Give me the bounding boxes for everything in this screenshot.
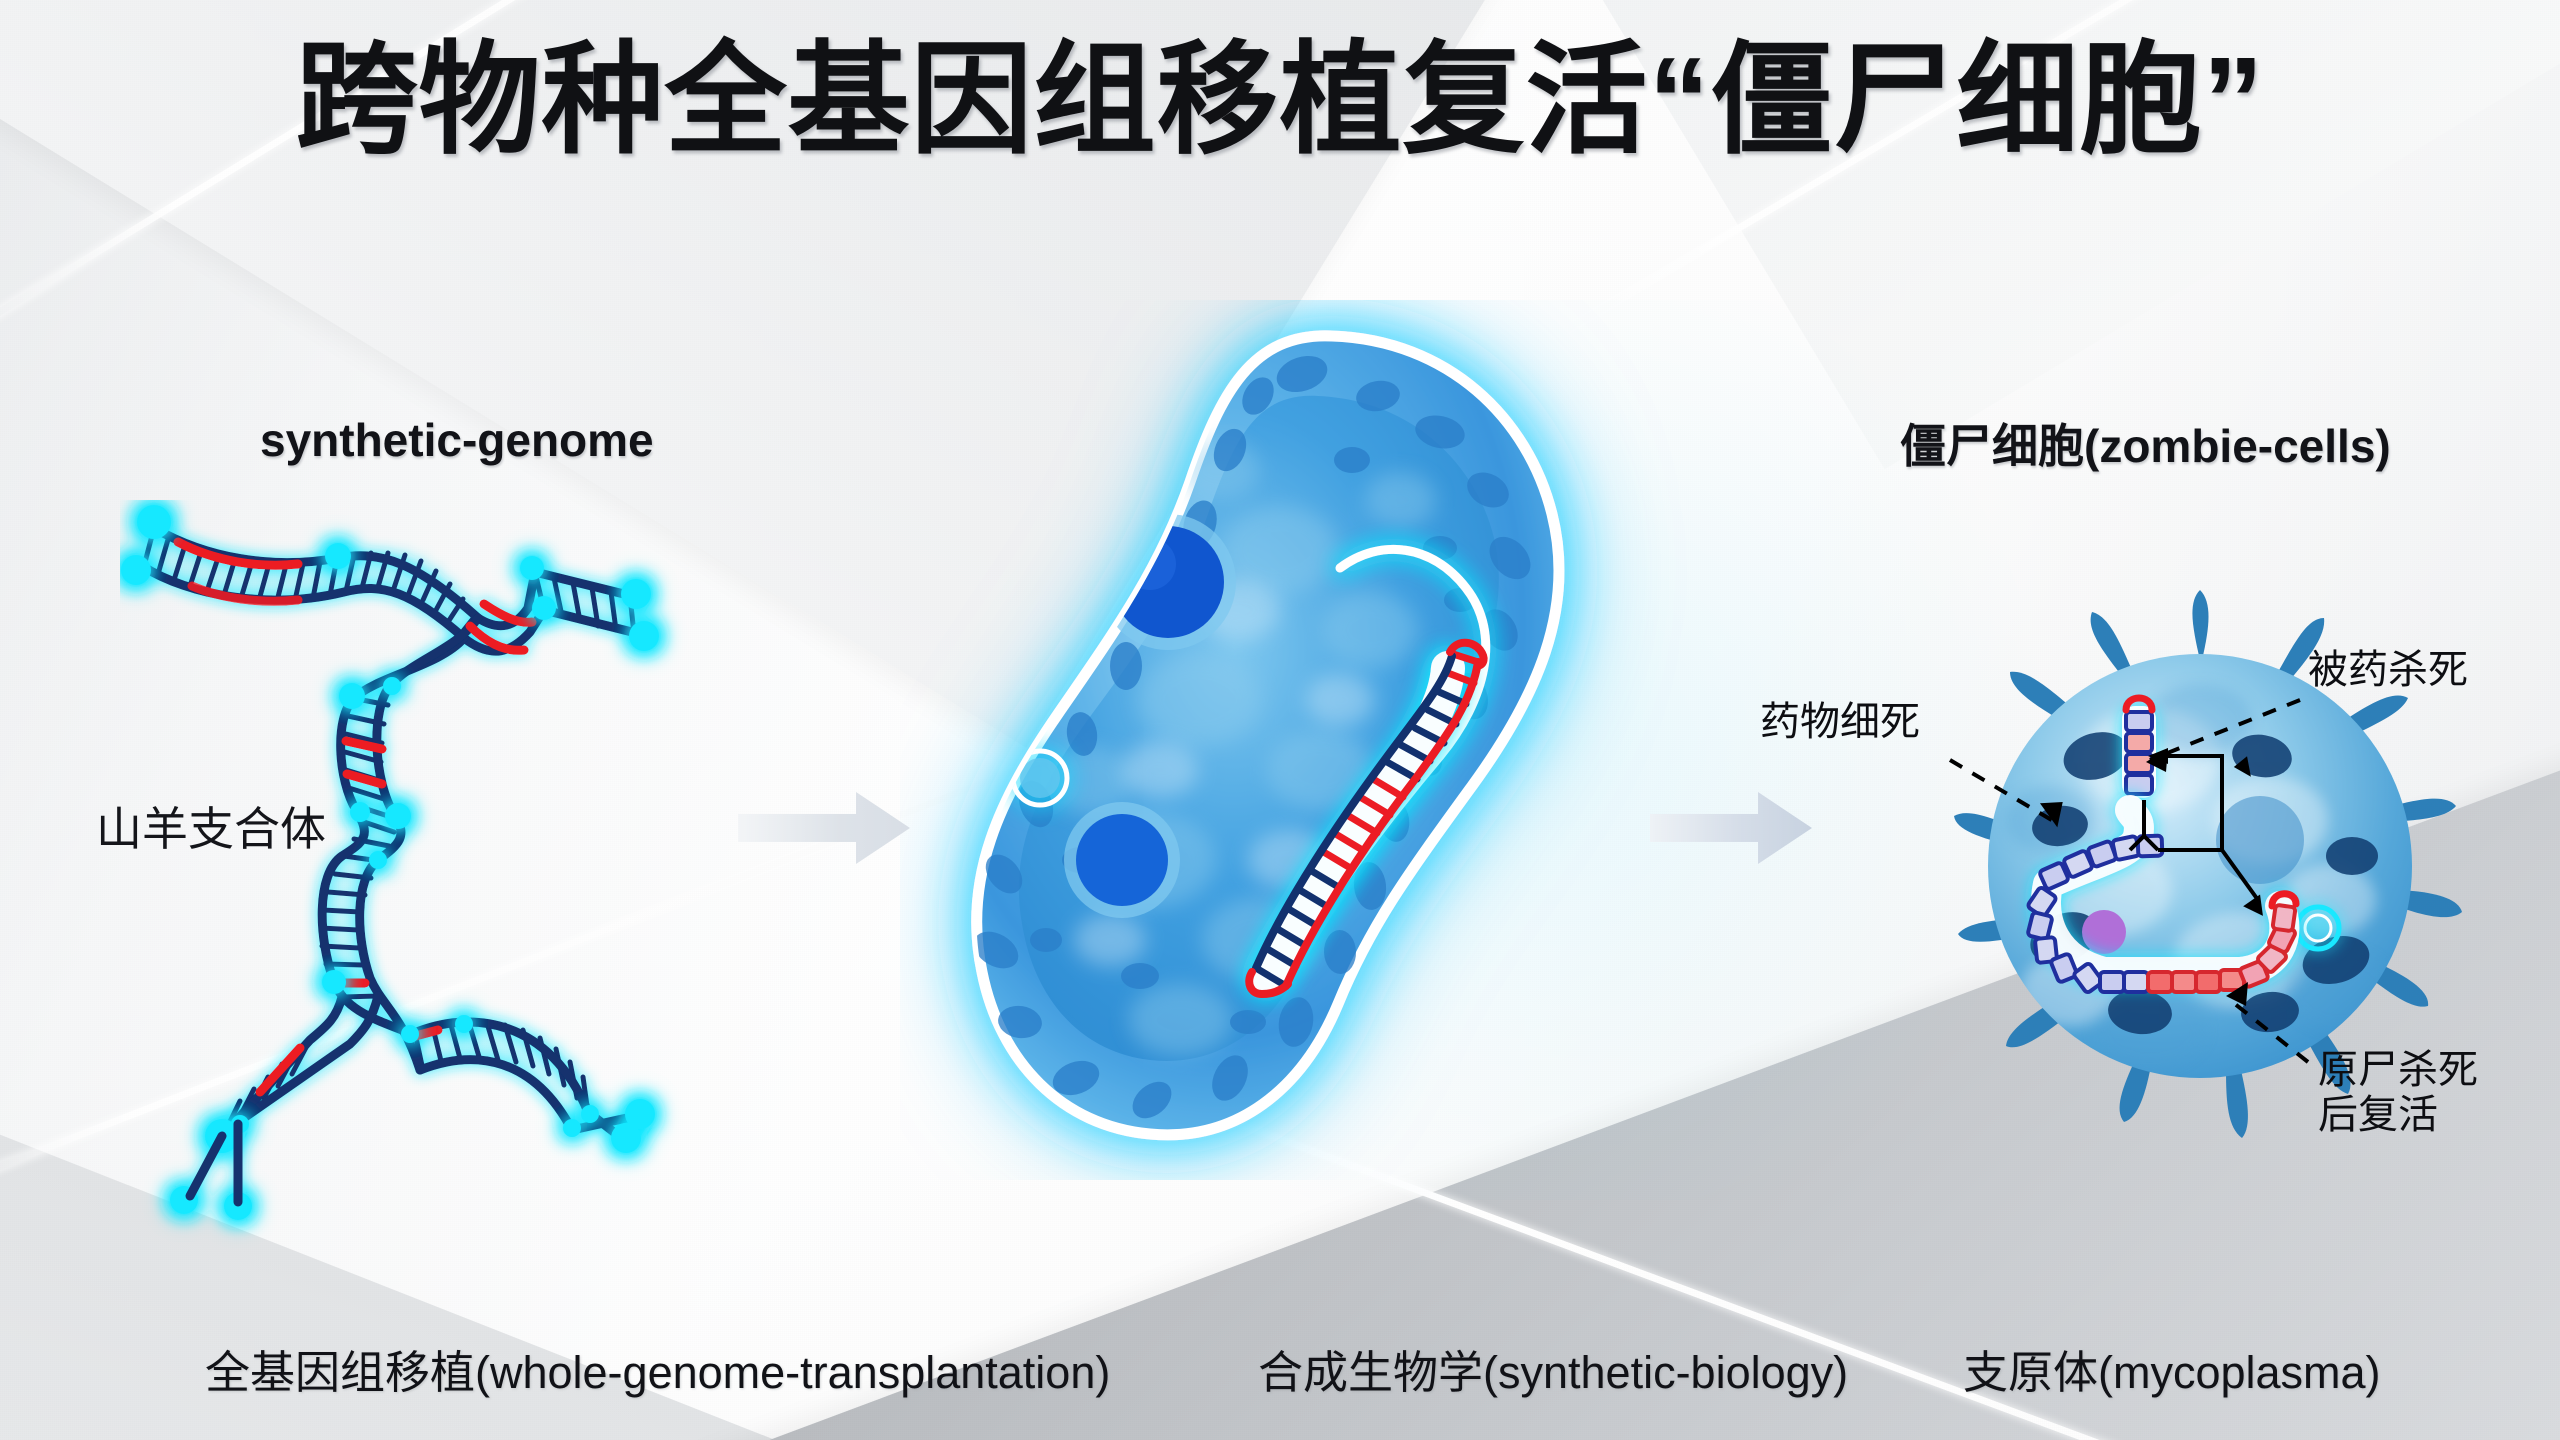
panel-heading-zombie-cells: 僵尸细胞(zombie-cells) [1900, 420, 2391, 472]
zombie-cell-illustration [1900, 560, 2520, 1185]
dna-chain-blocks [2026, 833, 2300, 994]
bacterial-cell-icon [971, 330, 1565, 1141]
annotation-revive-line2: 后复活 [2318, 1092, 2438, 1137]
dna-segment-upper-detail [2122, 694, 2156, 796]
branched-dna-icon [121, 505, 659, 1220]
spiked-cell-icon [1954, 590, 2462, 1138]
bacterial-cell-illustration [900, 300, 1700, 1185]
purple-organelle [2082, 910, 2126, 954]
annotation-killed-by-drug: 被药杀死 [2308, 648, 2468, 692]
panel-heading-synthetic-genome: synthetic-genome [260, 414, 654, 466]
flow-arrow-left [738, 778, 938, 883]
annotation-revive: 原尸杀死 后复活 [2318, 1048, 2478, 1138]
page-title: 跨物种全基因组移植复活“僵尸细胞” [295, 32, 2265, 168]
caption-mycoplasma: 支原体(mycoplasma) [1963, 1347, 2381, 1398]
transplanted-dna [1245, 638, 1488, 999]
caption-synthetic-biology: 合成生物学(synthetic-biology) [1258, 1347, 1849, 1398]
right-arrow-icon [738, 792, 910, 864]
goat-mycoplasma-label: 山羊支合体 [96, 803, 326, 855]
right-arrow-icon [1650, 792, 1812, 864]
caption-whole-genome-transplantation: 全基因组移植(whole-genome-transplantation) [205, 1347, 1111, 1398]
annotation-revive-line1: 原尸杀死 [2318, 1048, 2478, 1092]
flow-arrow-right [1640, 778, 1840, 883]
annotation-drug-death: 药物细死 [1760, 700, 1920, 744]
synthetic-genome-illustration [120, 500, 820, 1265]
